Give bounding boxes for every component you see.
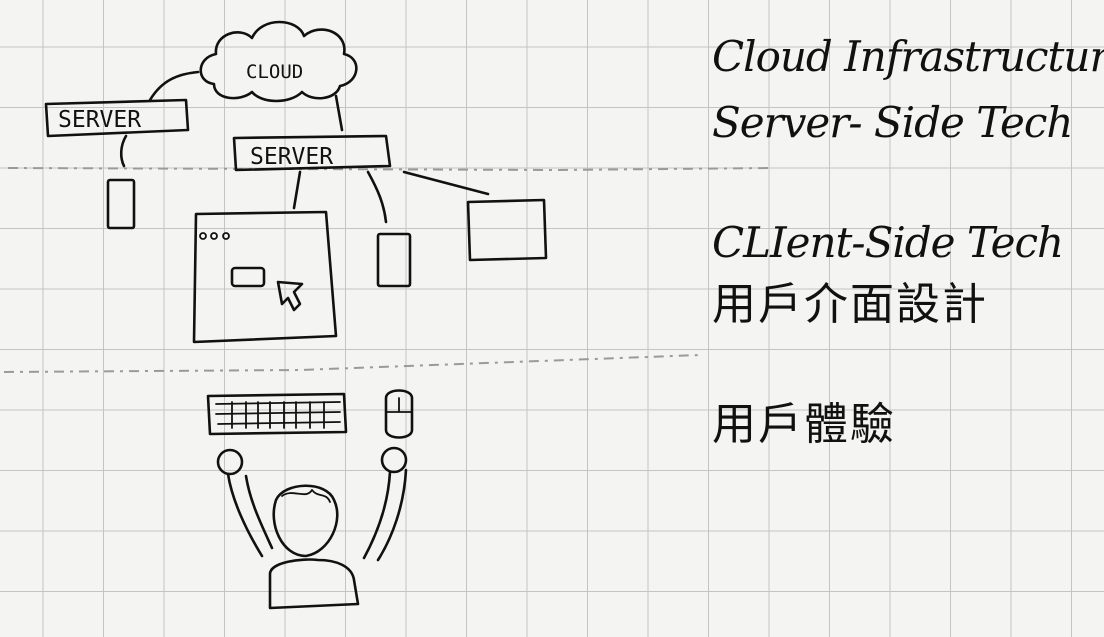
server-left-label: SERVER — [58, 107, 141, 133]
server-main: SERVER — [232, 134, 392, 172]
server-to-phone-line — [366, 170, 388, 224]
cloud-to-left-server-line — [148, 70, 200, 102]
keyboard-icon — [206, 392, 348, 436]
ui-button-icon — [230, 266, 266, 288]
tier-divider-bottom — [3, 354, 701, 373]
mouse-icon — [384, 389, 414, 439]
note-cloud-infrastructure: Cloud Infrastructure — [712, 32, 1104, 81]
user-head — [272, 484, 339, 558]
left-server-to-device-line — [119, 134, 128, 168]
left-device-icon — [106, 178, 136, 230]
cloud-shape: CLOUD — [199, 20, 358, 103]
user-shoulders — [268, 558, 360, 610]
server-main-label: SERVER — [250, 144, 333, 170]
tier-divider-top — [7, 167, 771, 172]
user-figure — [216, 446, 408, 610]
server-left: SERVER — [44, 98, 190, 138]
monitor-screen — [192, 210, 338, 344]
cloud-label: CLOUD — [246, 61, 303, 83]
note-client-side-tech: CLIent-Side Tech — [712, 218, 1064, 267]
server-to-tablet-line — [402, 170, 490, 196]
cloud-to-main-server-line — [334, 94, 344, 132]
right-hand — [380, 446, 408, 474]
note-server-side-tech: Server- Side Tech — [712, 98, 1073, 147]
tablet-device-icon — [466, 198, 548, 262]
note-user-experience: 用戶體驗 — [712, 399, 896, 450]
note-ui-design: 用戶介面設計 — [712, 279, 988, 330]
left-hand — [216, 448, 244, 476]
cursor-arrow-icon — [276, 280, 304, 312]
server-to-monitor-line — [292, 170, 302, 210]
phone-device-icon — [376, 232, 412, 288]
